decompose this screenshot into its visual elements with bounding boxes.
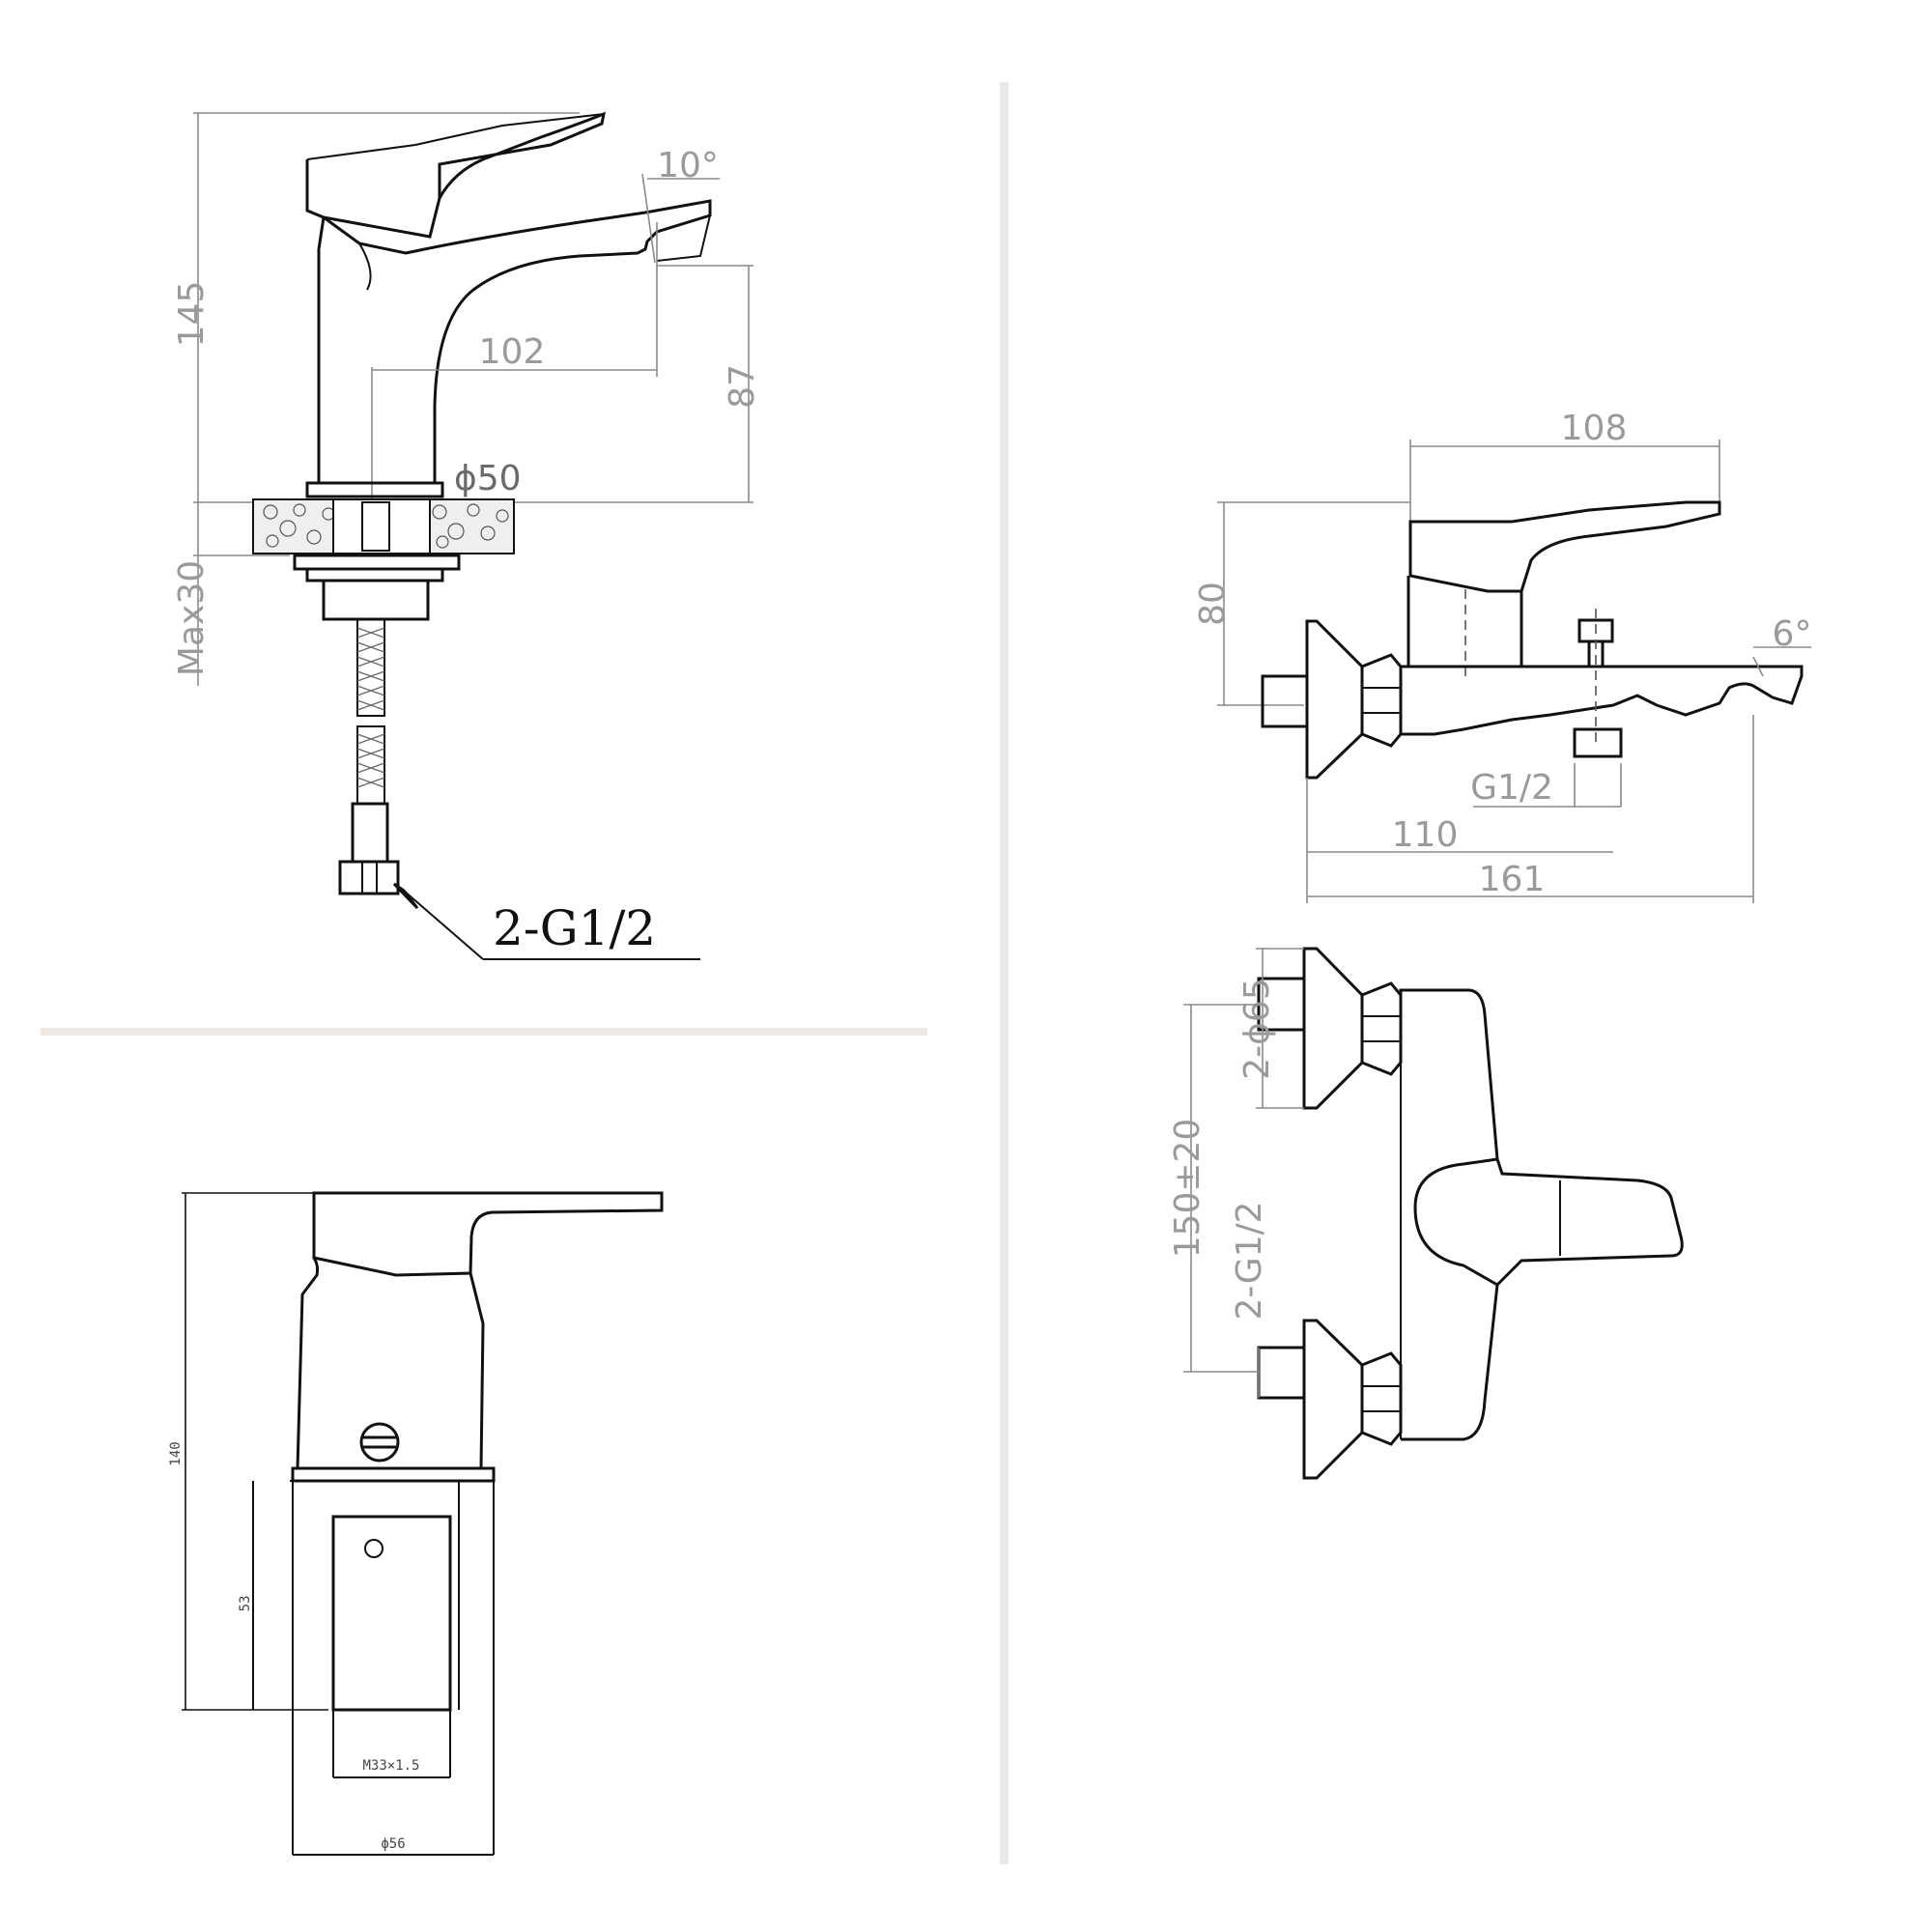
dim-phi50-label: ϕ50 <box>454 459 522 498</box>
top-flange <box>1302 947 1364 1110</box>
handle-lever <box>305 111 607 239</box>
fixing-nut <box>322 579 430 621</box>
dim-140-label: 140 <box>168 1441 184 1465</box>
dim-2-g1-2-label: 2-G1/2 <box>1230 1201 1269 1320</box>
dim-87-label: 87 <box>723 364 762 409</box>
dimension-total-height-side: 140 <box>168 1192 328 1711</box>
dim-102-label: 102 <box>479 332 546 372</box>
faucet-body-inner-curve <box>358 242 372 291</box>
dim-161-label: 161 <box>1479 860 1546 899</box>
vertical-divider <box>1000 82 1009 1864</box>
dim-80-label: 80 <box>1193 582 1233 626</box>
connection-callout: 2-G1/2 <box>392 882 700 960</box>
bottom-hex-nut <box>1360 1351 1403 1446</box>
dim-108-label: 108 <box>1561 409 1628 448</box>
bath-mixer-side-view: 108 80 <box>1193 409 1811 903</box>
basin-mixer-front-view: 145 Max30 102 <box>0 0 995 1024</box>
spout-outlet <box>656 214 711 262</box>
dimension-spout-height: 87 <box>657 265 762 502</box>
threaded-shank <box>331 1515 452 1712</box>
flexible-hose <box>338 618 400 895</box>
bottom-inlet <box>1257 1346 1306 1400</box>
diverter-outlet <box>1573 727 1623 758</box>
basin-mixer-front-drawing: 145 Max30 102 <box>172 111 762 960</box>
countertop-section <box>252 498 515 554</box>
fixing-washer <box>293 554 461 571</box>
side-base-plate <box>291 1466 496 1483</box>
bottom-flange <box>1302 1319 1364 1480</box>
callout-2-g1-2-label: 2-G1/2 <box>493 900 656 956</box>
bath-mixer-drawing: 108 80 <box>1168 409 1811 1480</box>
front-lever <box>1413 1157 1498 1287</box>
dim-53-label: 53 <box>238 1596 253 1612</box>
basin-mixer-side-view: 140 53 <box>0 1034 995 1932</box>
bath-side-spout <box>1401 665 1804 736</box>
basin-mixer-side-drawing: 140 53 <box>168 1191 664 1856</box>
dim-phi56-label: ϕ56 <box>381 1836 405 1852</box>
bath-side-handle <box>1408 500 1721 593</box>
dimension-spout-angle: 10° <box>641 146 720 264</box>
dimension-spout-reach: 102 <box>372 222 658 377</box>
horizontal-divider <box>41 1028 927 1036</box>
dim-2-phi65-label: 2-ϕ65 <box>1237 978 1277 1079</box>
bath-side-hex-nut <box>1360 653 1403 748</box>
dim-m33-label: M33×1.5 <box>362 1758 419 1774</box>
top-hex-nut <box>1360 981 1403 1076</box>
dim-150-label: 150±20 <box>1168 1119 1208 1259</box>
dim-145-label: 145 <box>172 281 212 348</box>
bath-mixer-front-view: 2-ϕ65 150±20 2-G1/2 <box>1168 947 1684 1480</box>
dimension-base-diameter: ϕ50 <box>454 459 522 498</box>
shank-hole-icon <box>364 1539 384 1558</box>
bath-side-flange <box>1305 619 1364 780</box>
faucet-body <box>317 199 712 485</box>
bath-side-inlet <box>1261 674 1309 728</box>
dimension-deck-thickness: Max30 <box>172 502 290 686</box>
dim-g1-2-label: G1/2 <box>1470 768 1553 808</box>
set-screw-icon <box>359 1422 400 1463</box>
dim-10deg-label: 10° <box>657 146 719 185</box>
side-handle <box>312 1191 664 1277</box>
front-body <box>1399 988 1684 1441</box>
bath-mixer-views: 108 80 <box>1009 0 1932 1932</box>
dim-max30-label: Max30 <box>172 560 212 676</box>
dim-110-label: 110 <box>1392 815 1459 855</box>
dimension-body-height-side: 53 <box>238 1481 254 1710</box>
base-flange <box>305 481 444 498</box>
fixing-plate <box>305 567 444 582</box>
handle-top <box>306 113 605 160</box>
dim-6deg-label: 6° <box>1773 614 1812 654</box>
